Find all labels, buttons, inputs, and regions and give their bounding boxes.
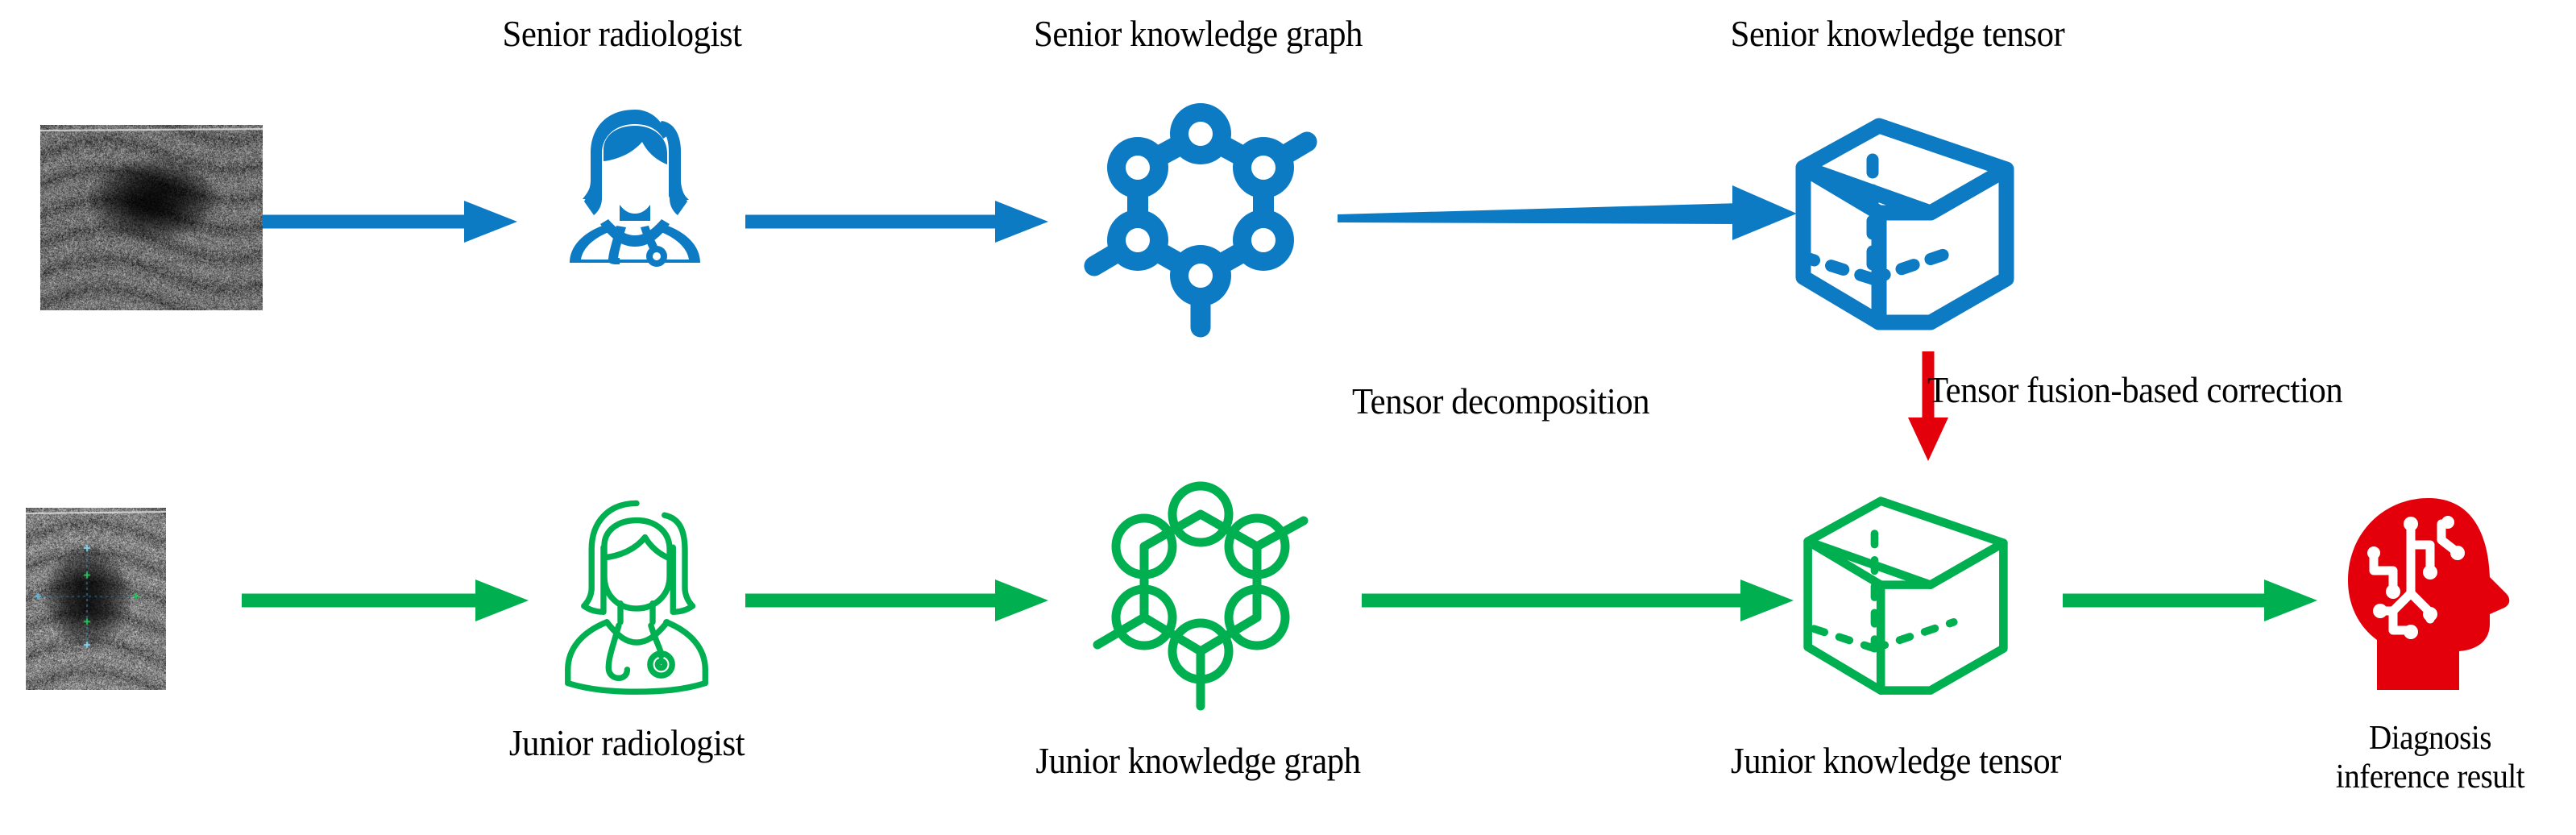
- label-tensor-fusion-correction: Tensor fusion-based correction: [1927, 369, 2343, 410]
- hexagon-knowledge-graph-filled-icon: [1084, 103, 1317, 338]
- red-down-arrow-tensor-fusion: [1908, 351, 1948, 461]
- hexagon-knowledge-graph-outline-icon: [1093, 481, 1309, 711]
- ai-head-brain-circuit-icon: [2348, 498, 2510, 690]
- arrow-tensor-to-result-junior: [2063, 580, 2317, 621]
- arrow-image-to-radiologist-senior: [263, 201, 517, 243]
- label-senior-radiologist: Senior radiologist: [502, 13, 742, 54]
- diagnosis-result-line1: Diagnosis: [2368, 720, 2492, 757]
- tensor-cube-filled-icon: [1795, 118, 2014, 330]
- label-junior-radiologist: Junior radiologist: [508, 722, 745, 763]
- ultrasound-image-senior: [40, 125, 263, 310]
- arrow-image-to-radiologist-junior: [242, 580, 529, 621]
- label-tensor-decomposition: Tensor decomposition: [1352, 380, 1650, 422]
- label-senior-knowledge-tensor: Senior knowledge tensor: [1730, 13, 2065, 54]
- female-radiologist-filled-icon: [570, 110, 700, 267]
- arrow-graph-to-tensor-senior: [1338, 185, 1797, 240]
- arrow-radiologist-to-graph-senior: [745, 201, 1048, 243]
- diagnosis-result-line2: inference result: [2335, 758, 2525, 796]
- female-radiologist-outline-icon: [565, 500, 708, 695]
- tensor-cube-outline-icon: [1803, 496, 2008, 695]
- label-senior-knowledge-graph: Senior knowledge graph: [1034, 13, 1363, 54]
- arrow-graph-to-tensor-junior: [1362, 580, 1794, 621]
- label-junior-knowledge-tensor: Junior knowledge tensor: [1731, 740, 2061, 781]
- label-junior-knowledge-graph: Junior knowledge graph: [1035, 740, 1361, 781]
- ultrasound-image-junior: [26, 508, 166, 690]
- arrow-radiologist-to-graph-junior: [745, 580, 1048, 621]
